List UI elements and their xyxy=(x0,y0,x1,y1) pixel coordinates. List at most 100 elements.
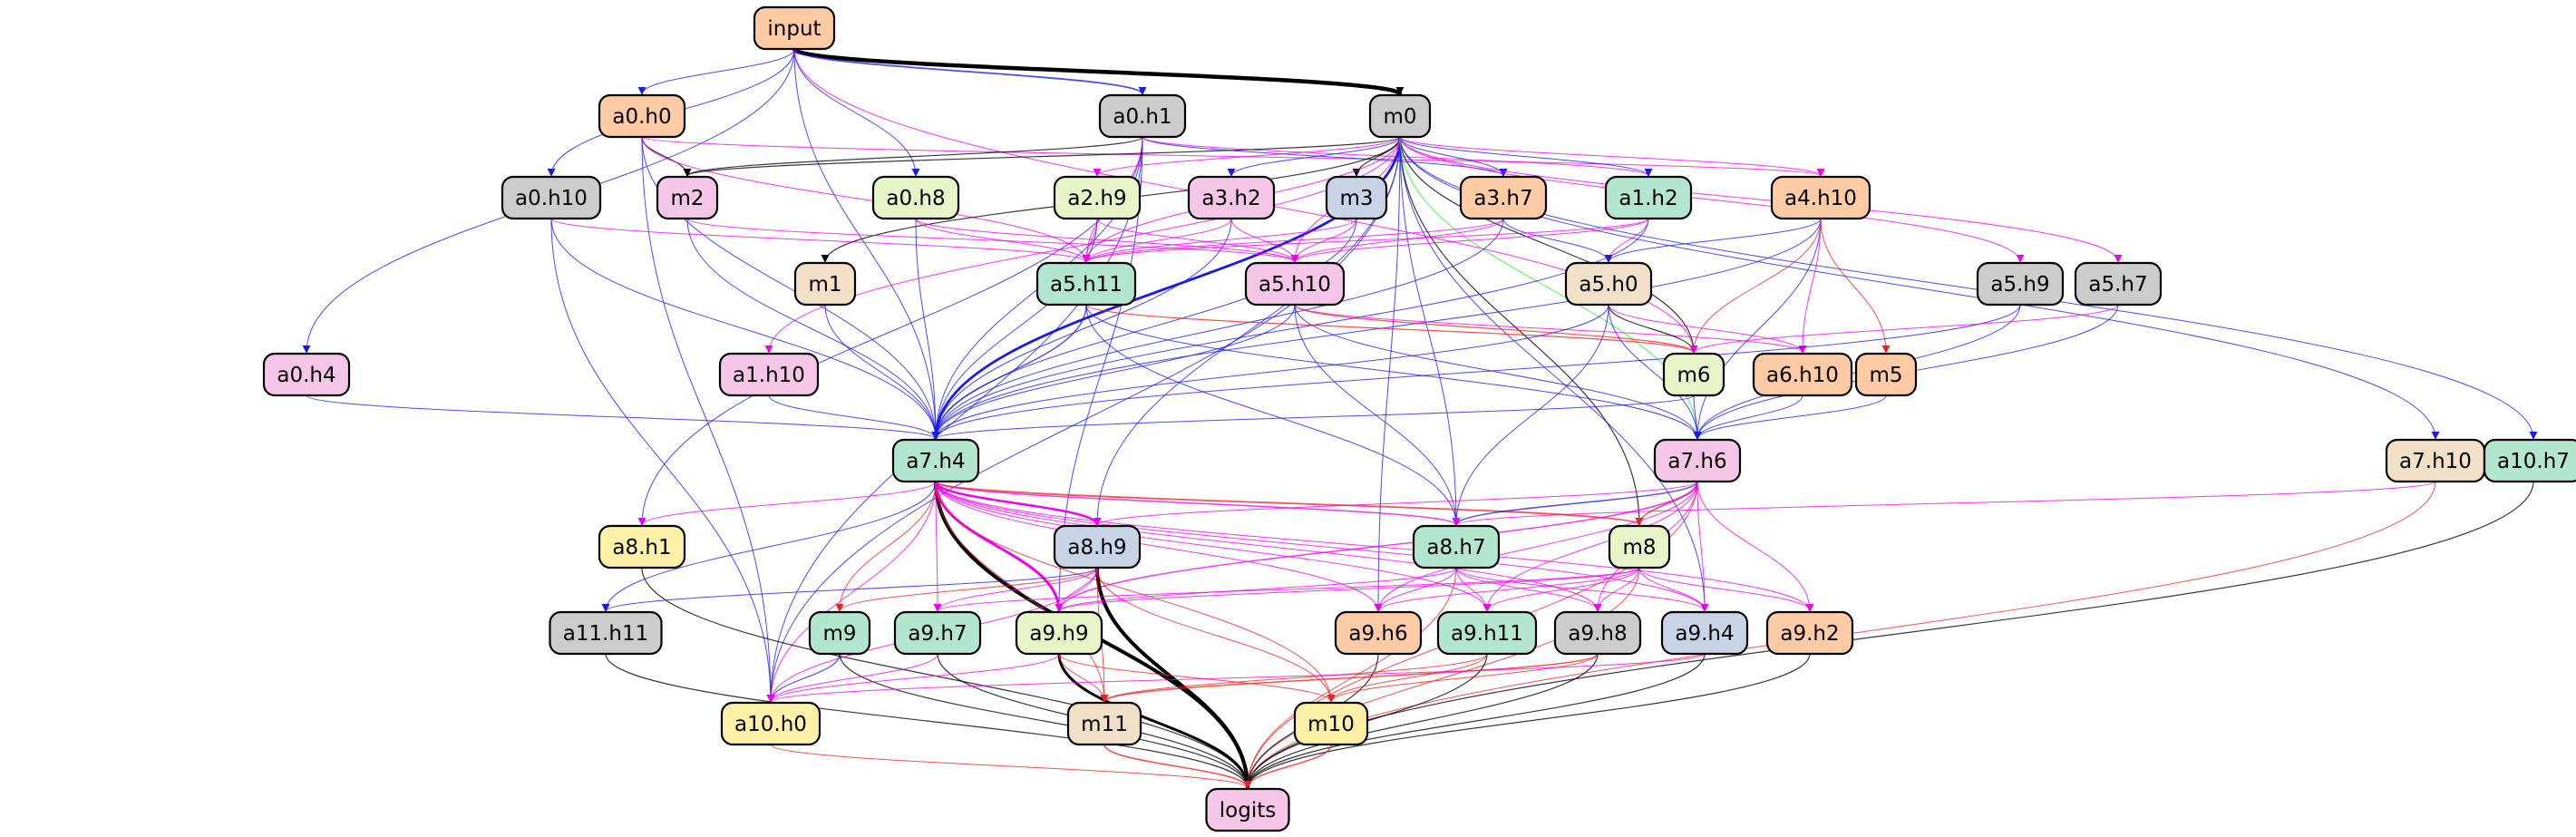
node-a9-h6[interactable]: a9.h6 xyxy=(1334,610,1423,656)
edge-m0-to-a5-h9 xyxy=(1399,136,2025,263)
node-a7-h4[interactable]: a7.h4 xyxy=(891,438,980,483)
node-box xyxy=(1564,261,1653,307)
node-a0-h4[interactable]: a0.h4 xyxy=(262,352,351,397)
node-a4-h10[interactable]: a4.h10 xyxy=(1770,175,1871,220)
edge-a2-h9-to-a5-h10 xyxy=(1096,218,1299,263)
edge-a9-h2-to-logits xyxy=(1243,653,1811,789)
node-a5-h9[interactable]: a5.h9 xyxy=(1976,261,2065,307)
node-a0-h10[interactable]: a0.h10 xyxy=(501,175,602,220)
node-m1[interactable]: m1 xyxy=(793,261,857,307)
node-a8-h1[interactable]: a8.h1 xyxy=(598,524,686,569)
edge-a9-h7-to-a10-h0 xyxy=(766,653,938,703)
node-a9-h4[interactable]: a9.h4 xyxy=(1660,610,1749,656)
node-input[interactable]: input xyxy=(753,5,836,51)
edge-a0-h4-to-a7-h4 xyxy=(306,394,940,440)
edge-a9-h4-to-logits xyxy=(1243,653,1706,789)
edge-a3-h2-to-a5-h10 xyxy=(1230,218,1299,263)
node-label: m1 xyxy=(808,273,841,297)
node-box xyxy=(893,610,982,656)
node-label: a0.h4 xyxy=(277,364,335,387)
edge-a0-h0-to-a10-h0 xyxy=(641,136,775,703)
node-a5-h10[interactable]: a5.h10 xyxy=(1244,261,1346,307)
edge-m0-to-m6 xyxy=(1399,136,1698,354)
node-a0-h1[interactable]: a0.h1 xyxy=(1098,93,1187,139)
node-a5-h11[interactable]: a5.h11 xyxy=(1035,261,1137,307)
node-a9-h11[interactable]: a9.h11 xyxy=(1436,610,1538,656)
node-box xyxy=(549,610,663,656)
node-m8[interactable]: m8 xyxy=(1608,524,1671,569)
node-label: a8.h9 xyxy=(1067,536,1126,560)
node-m5[interactable]: m5 xyxy=(1854,352,1918,397)
node-logits[interactable]: logits xyxy=(1205,787,1290,832)
node-label: a6.h10 xyxy=(1766,364,1839,387)
node-a9-h9[interactable]: a9.h9 xyxy=(1015,610,1103,656)
node-box xyxy=(1205,787,1290,832)
node-a9-h2[interactable]: a9.h2 xyxy=(1765,610,1854,656)
edge-a8-h9-to-a11-h11 xyxy=(601,567,1098,612)
node-a3-h2[interactable]: a3.h2 xyxy=(1187,175,1276,220)
node-a10-h0[interactable]: a10.h0 xyxy=(720,701,821,746)
edge-a0-h8-to-a5-h11 xyxy=(915,218,1091,263)
node-label: a8.h1 xyxy=(612,536,671,560)
node-a3-h7[interactable]: a3.h7 xyxy=(1459,175,1548,220)
node-m3[interactable]: m3 xyxy=(1325,175,1388,220)
node-a7-h10[interactable]: a7.h10 xyxy=(2385,438,2486,483)
node-a11-h11[interactable]: a11.h11 xyxy=(549,610,663,656)
nodes-layer: input a0.h0 a0.h1 m0 a0.h10 m2 a0.h8 a2.h9 a3.h2… xyxy=(262,5,2576,832)
edge-m1-to-a7-h4 xyxy=(824,304,940,440)
node-box xyxy=(891,438,980,483)
edges-layer xyxy=(302,46,2538,789)
node-box xyxy=(2074,261,2163,307)
node-box xyxy=(1436,610,1538,656)
edge-a5-h10-to-a7-h4 xyxy=(931,304,1296,440)
node-m11[interactable]: m11 xyxy=(1066,701,1142,746)
node-label: input xyxy=(767,17,821,41)
node-box xyxy=(1053,175,1142,220)
node-a8-h7[interactable]: a8.h7 xyxy=(1412,524,1501,569)
edge-a8-h7-to-a9-h9 xyxy=(1055,567,1457,612)
node-a5-h7[interactable]: a5.h7 xyxy=(2074,261,2163,307)
edge-a10-h0-to-logits xyxy=(770,744,1252,789)
node-label: a9.h11 xyxy=(1451,622,1523,646)
node-a10-h7[interactable]: a10.h7 xyxy=(2483,438,2576,483)
edge-a4-h10-to-a7-h6 xyxy=(1693,218,1822,440)
node-label: a7.h10 xyxy=(2399,450,2472,473)
node-box xyxy=(1653,438,1742,483)
node-a0-h8[interactable]: a0.h8 xyxy=(871,175,960,220)
node-a5-h0[interactable]: a5.h0 xyxy=(1564,261,1653,307)
edge-a0-h1-to-a10-h0 xyxy=(766,136,1143,703)
node-m9[interactable]: m9 xyxy=(808,610,871,656)
edge-a0-h8-to-a7-h4 xyxy=(915,218,940,440)
node-a9-h7[interactable]: a9.h7 xyxy=(893,610,982,656)
node-m0[interactable]: m0 xyxy=(1368,93,1432,139)
edge-a8-h7-to-a9-h8 xyxy=(1455,567,1602,612)
node-label: a0.h1 xyxy=(1113,105,1171,129)
node-a9-h8[interactable]: a9.h8 xyxy=(1553,610,1642,656)
edge-a5-h0-to-a7-h4 xyxy=(931,304,1609,440)
edge-a0-h8-to-a5-h10 xyxy=(915,218,1299,263)
edge-m5-to-a7-h6 xyxy=(1693,394,1887,440)
node-a6-h10[interactable]: a6.h10 xyxy=(1752,352,1853,397)
node-label: a0.h0 xyxy=(612,105,671,129)
node-a0-h0[interactable]: a0.h0 xyxy=(598,93,686,139)
node-label: a5.h11 xyxy=(1050,273,1123,297)
node-a8-h9[interactable]: a8.h9 xyxy=(1053,524,1142,569)
edge-a9-h9-to-m11 xyxy=(1058,653,1109,703)
node-a1-h2[interactable]: a1.h2 xyxy=(1604,175,1693,220)
edge-m8-to-a9-h11 xyxy=(1482,567,1640,612)
node-a2-h9[interactable]: a2.h9 xyxy=(1053,175,1142,220)
edge-a5-h10-to-m6 xyxy=(1294,304,1698,354)
node-box xyxy=(1293,701,1369,746)
node-box xyxy=(808,610,871,656)
node-box xyxy=(1412,524,1501,569)
node-m6[interactable]: m6 xyxy=(1662,352,1725,397)
node-a1-h10[interactable]: a1.h10 xyxy=(718,352,820,397)
node-box xyxy=(1015,610,1103,656)
node-m10[interactable]: m10 xyxy=(1293,701,1369,746)
node-m2[interactable]: m2 xyxy=(656,175,719,220)
edge-m0-to-m2 xyxy=(683,136,1401,177)
edge-a7-h10-to-a8-h7 xyxy=(1452,481,2436,526)
edge-m0-to-a9-h6 xyxy=(1374,136,1401,612)
node-a7-h6[interactable]: a7.h6 xyxy=(1653,438,1742,483)
node-label: m5 xyxy=(1869,364,1902,387)
